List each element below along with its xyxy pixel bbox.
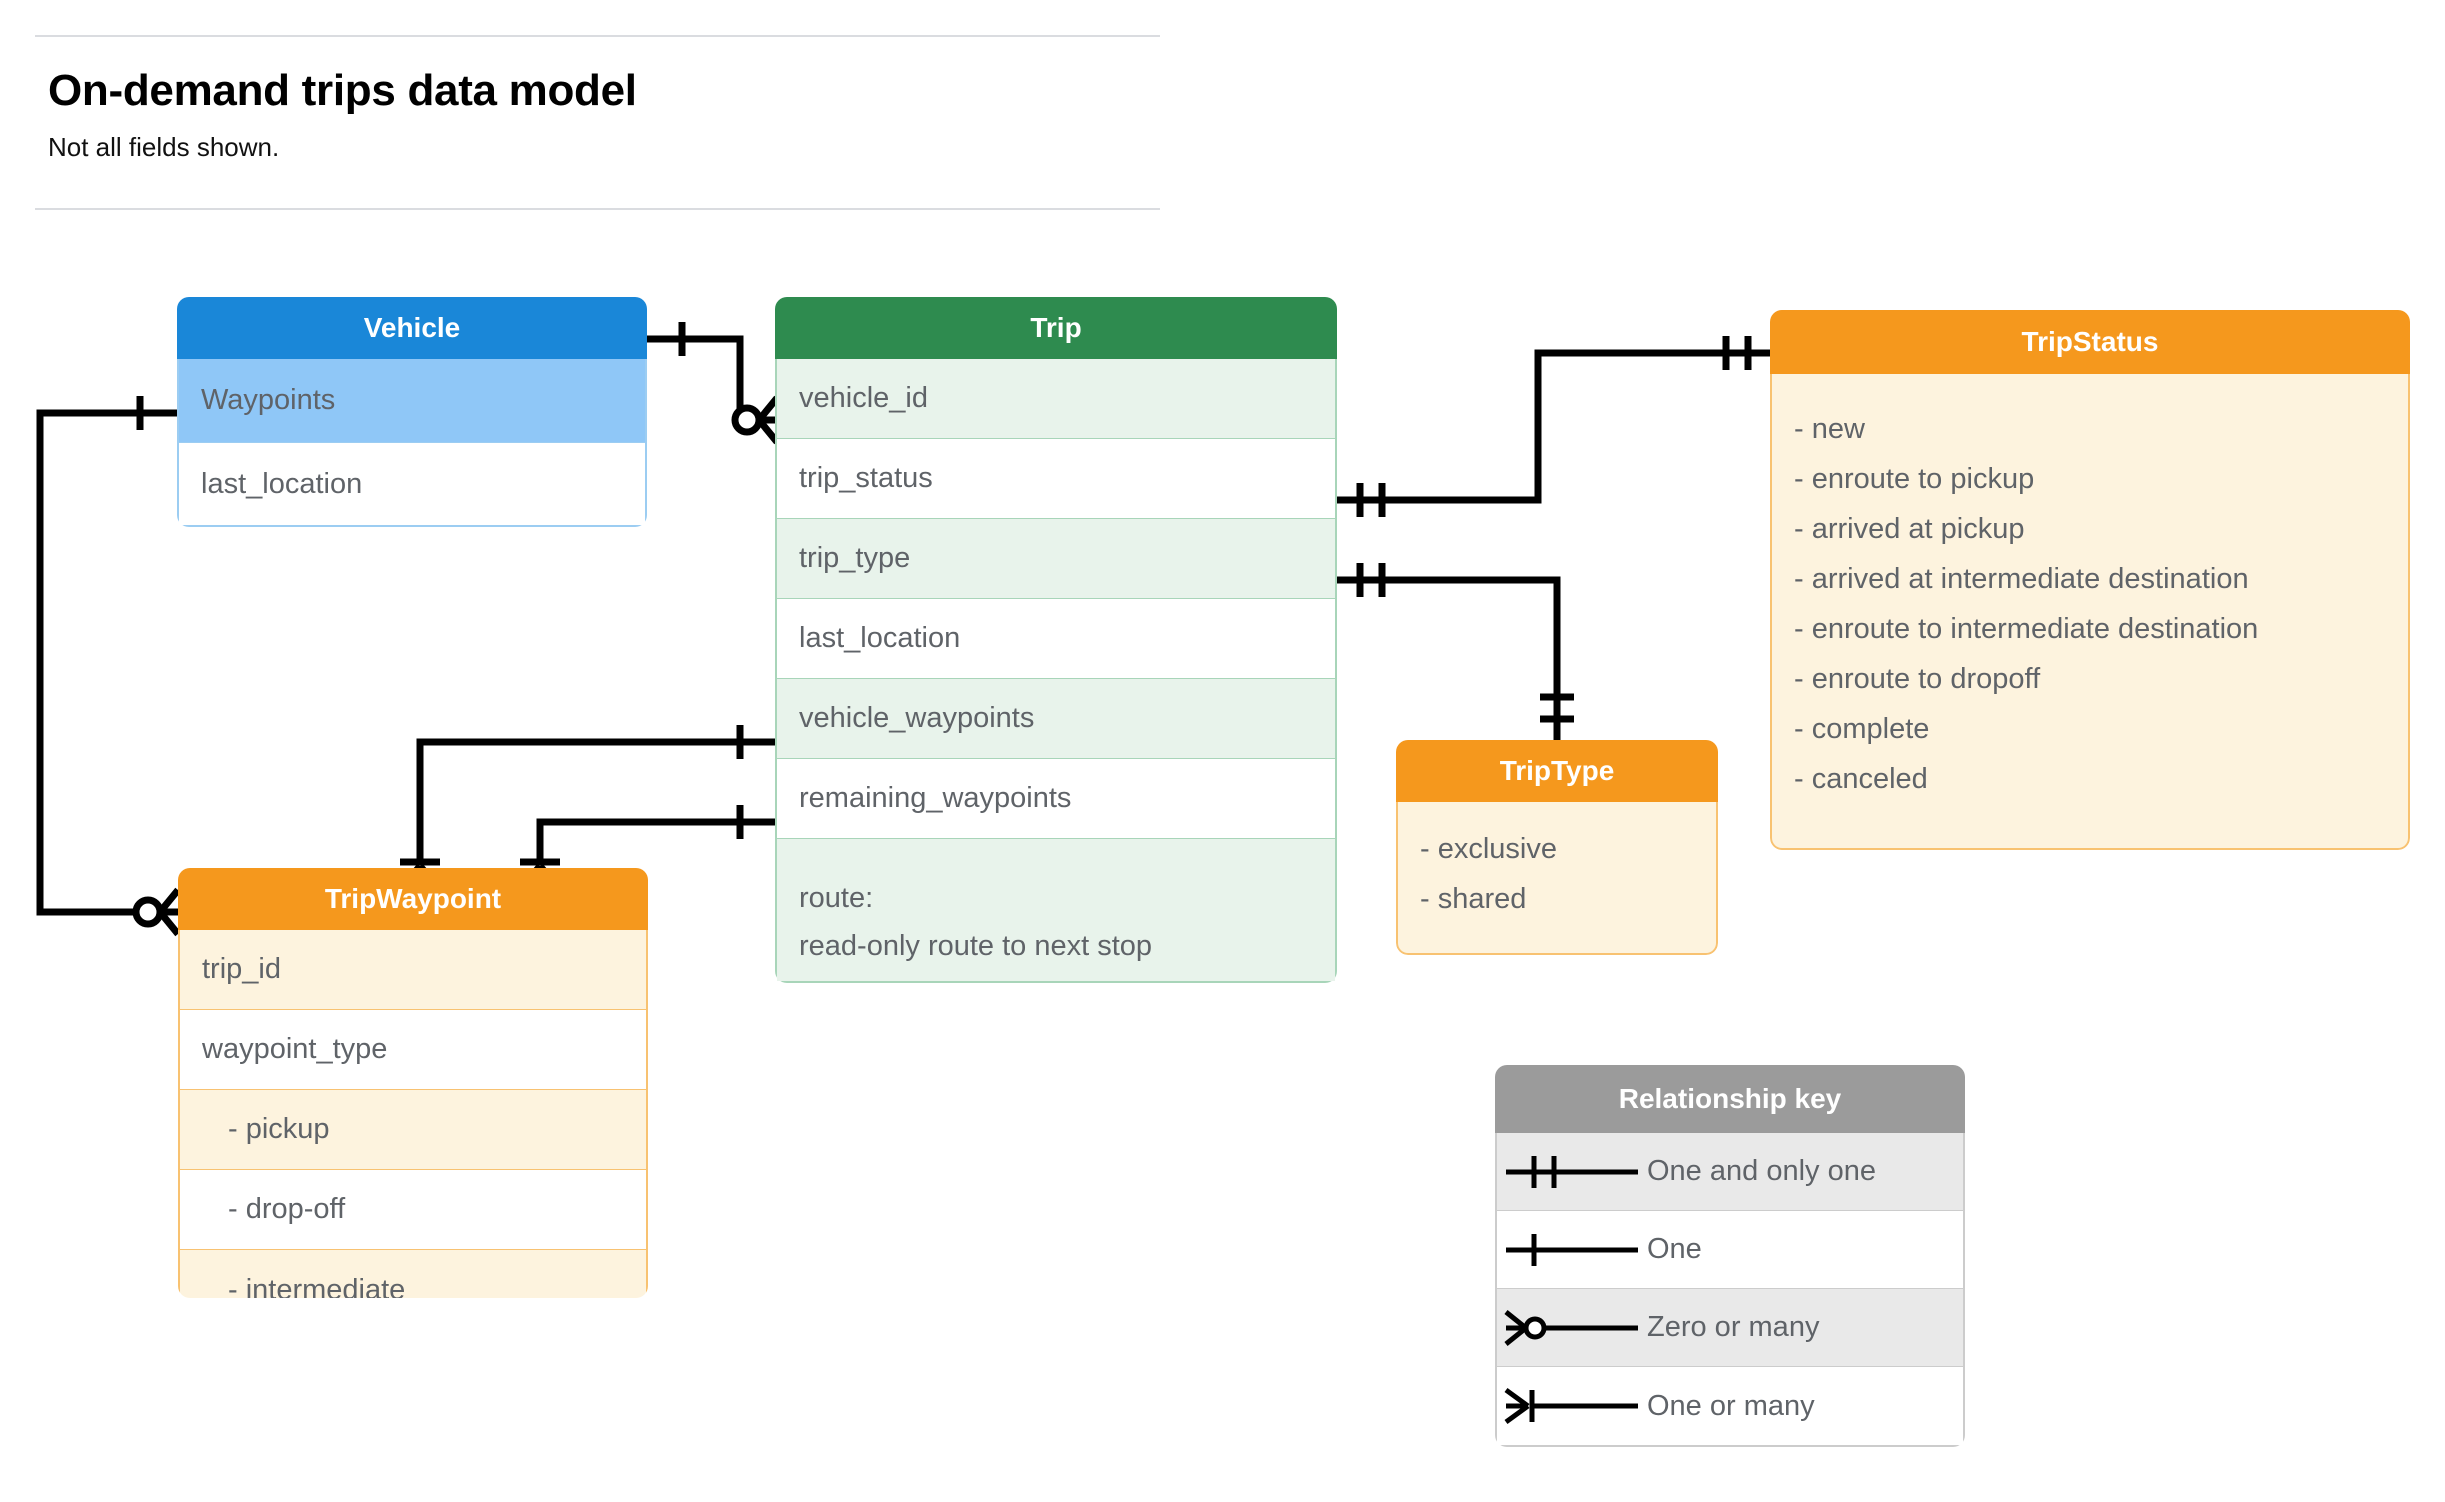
legend-label: Zero or many <box>1647 1311 1820 1343</box>
field-trip-vehicle-id[interactable]: vehicle_id <box>777 359 1335 439</box>
one-or-many-icon <box>1497 1384 1647 1428</box>
enum-item: - canceled <box>1794 763 1928 795</box>
header-divider-bottom <box>35 208 1160 210</box>
field-trip-last-location[interactable]: last_location <box>777 599 1335 679</box>
enum-item: - enroute to dropoff <box>1794 663 2041 695</box>
field-tripwaypoint-trip-id[interactable]: trip_id <box>180 930 646 1010</box>
field-trip-route-note: read-only route to next stop <box>799 930 1153 962</box>
entity-vehicle[interactable]: Vehicle Waypoints last_location <box>177 297 647 531</box>
enum-item: - enroute to pickup <box>1794 463 2035 495</box>
field-trip-vehicle-waypoints[interactable]: vehicle_waypoints <box>777 679 1335 759</box>
field-trip-remaining-waypoints[interactable]: remaining_waypoints <box>777 759 1335 839</box>
page-title: On-demand trips data model <box>48 66 637 115</box>
connector-remaining-waypoints <box>536 818 775 862</box>
legend-row-zero-or-many: Zero or many <box>1497 1289 1963 1367</box>
enum-item-dropoff: - drop-off <box>180 1170 646 1250</box>
enum-item: - arrived at pickup <box>1794 513 2025 545</box>
connector-vehicle-waypoints <box>416 738 775 862</box>
relationship-key-legend[interactable]: Relationship key One and only one <box>1495 1065 1965 1465</box>
legend-row-one: One <box>1497 1211 1963 1289</box>
entity-vehicle-title: Vehicle <box>177 297 647 359</box>
marker-zero-circle-tripwaypoint <box>132 896 164 928</box>
entity-vehicle-body: Waypoints last_location <box>177 359 647 527</box>
one-and-only-one-icon <box>1497 1150 1647 1194</box>
legend-label: One <box>1647 1233 1702 1265</box>
entity-tripstatus-title: TripStatus <box>1770 310 2410 374</box>
field-tripwaypoint-waypoint-type[interactable]: waypoint_type <box>180 1010 646 1090</box>
zero-or-many-icon <box>1497 1306 1647 1350</box>
relationship-key-body: One and only one One <box>1495 1133 1965 1447</box>
entity-triptype[interactable]: TripType - exclusive - shared <box>1396 740 1718 955</box>
entity-trip[interactable]: Trip vehicle_id trip_status trip_type la… <box>775 297 1337 1025</box>
field-trip-route[interactable]: route: read-only route to next stop <box>777 839 1335 981</box>
enum-item: - enroute to intermediate destination <box>1794 613 2259 645</box>
connector-tripstatus <box>1337 349 1770 504</box>
relationship-key-title: Relationship key <box>1495 1065 1965 1133</box>
field-trip-trip-status[interactable]: trip_status <box>777 439 1335 519</box>
legend-label: One or many <box>1647 1389 1815 1422</box>
enum-item: - arrived at intermediate destination <box>1794 563 2249 595</box>
entity-tripwaypoint-title: TripWaypoint <box>178 868 648 930</box>
entity-triptype-title: TripType <box>1396 740 1718 802</box>
enum-item: - shared <box>1420 883 1527 915</box>
entity-tripstatus-values: - new - enroute to pickup - arrived at p… <box>1772 374 2408 824</box>
field-vehicle-waypoints[interactable]: Waypoints <box>179 359 645 442</box>
legend-label: One and only one <box>1647 1155 1876 1187</box>
entity-triptype-values: - exclusive - shared <box>1398 802 1716 944</box>
entity-tripwaypoint[interactable]: TripWaypoint trip_id waypoint_type - pic… <box>178 868 648 1298</box>
connector-triptype <box>1337 576 1561 740</box>
enum-item: - new <box>1794 413 1865 445</box>
field-trip-trip-type[interactable]: trip_type <box>777 519 1335 599</box>
legend-row-one-or-many: One or many <box>1497 1367 1963 1445</box>
entity-tripstatus-body: - new - enroute to pickup - arrived at p… <box>1770 374 2410 850</box>
entity-tripstatus[interactable]: TripStatus - new - enroute to pickup - a… <box>1770 310 2410 850</box>
marker-zero-circle-trip-vehicleid <box>731 404 763 436</box>
entity-trip-title: Trip <box>775 297 1337 359</box>
entity-trip-body: vehicle_id trip_status trip_type last_lo… <box>775 359 1337 983</box>
connector-vehicle-to-trip-vehicleid <box>647 335 775 424</box>
page-subtitle: Not all fields shown. <box>48 132 280 162</box>
one-icon <box>1497 1228 1647 1272</box>
enum-item: - complete <box>1794 713 1930 745</box>
legend-row-one-and-only-one: One and only one <box>1497 1133 1963 1211</box>
header-divider-top <box>35 35 1160 37</box>
enum-item-pickup: - pickup <box>180 1090 646 1170</box>
connector-vehicle-waypoints-to-tripwaypoint <box>36 409 177 916</box>
entity-tripwaypoint-body: trip_id waypoint_type - pickup - drop-of… <box>178 930 648 1298</box>
enum-item-intermediate: - intermediate <box>180 1250 646 1298</box>
enum-item: - exclusive <box>1420 833 1557 865</box>
field-vehicle-last-location[interactable]: last_location <box>179 442 645 525</box>
field-trip-route-label: route: <box>799 882 874 914</box>
entity-triptype-body: - exclusive - shared <box>1396 802 1718 955</box>
marker-many-crowsfoot-tripwaypoint <box>157 887 181 937</box>
